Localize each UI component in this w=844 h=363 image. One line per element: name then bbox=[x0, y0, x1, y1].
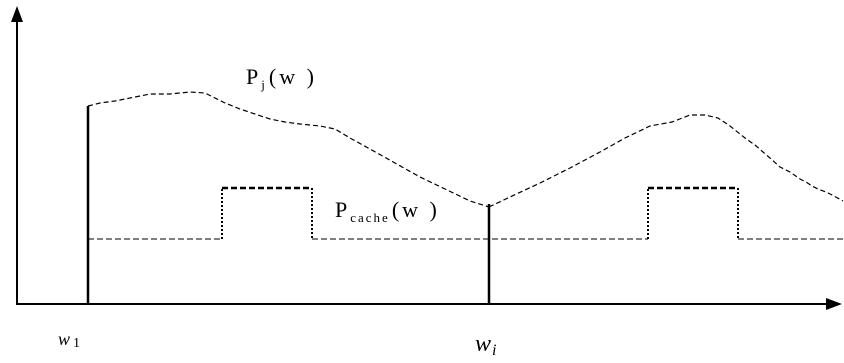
pj-curve-right bbox=[488, 114, 844, 208]
pj-curve-left bbox=[87, 91, 490, 208]
y-axis-arrow bbox=[11, 6, 23, 22]
pcache-label: Pcache(w ) bbox=[335, 197, 440, 225]
x-axis-arrow bbox=[826, 298, 842, 310]
wi-label: wi bbox=[475, 331, 496, 358]
pj-label: Pj(w ) bbox=[246, 64, 317, 92]
